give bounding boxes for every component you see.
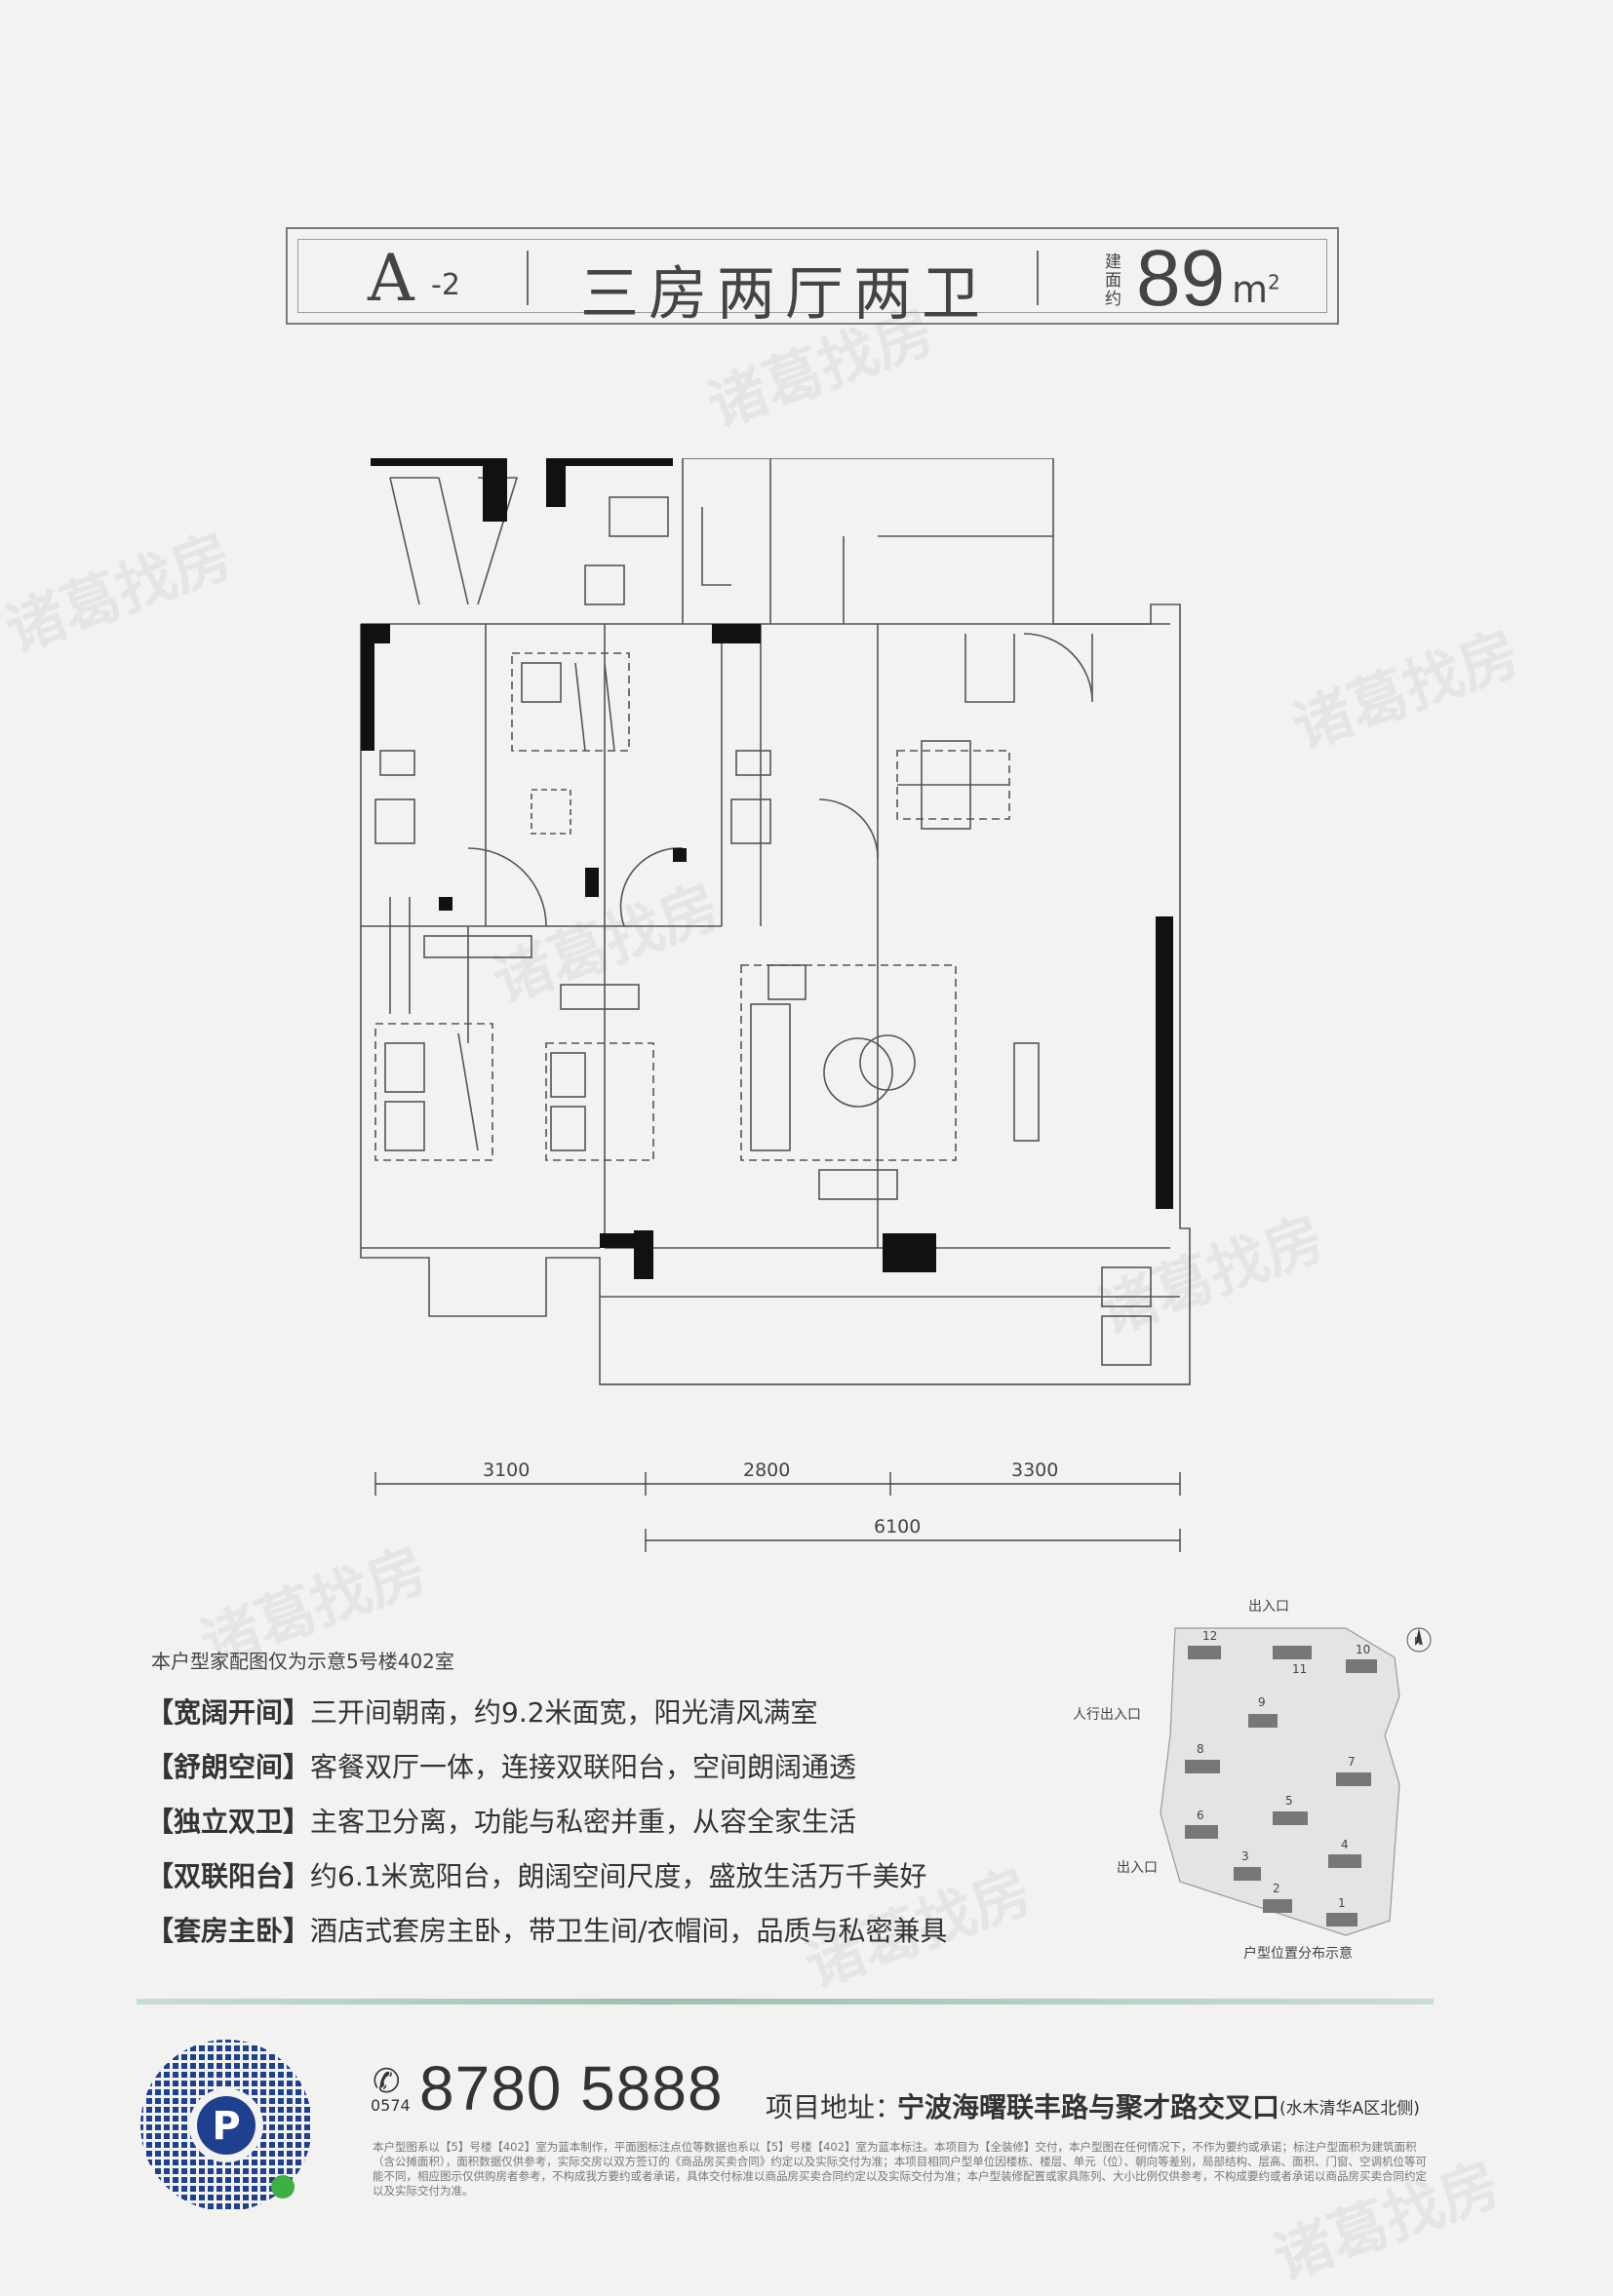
- feature-item: 【宽阔开间】三开间朝南，约9.2米面宽，阳光清风满室: [146, 1696, 818, 1729]
- building-label: 11: [1292, 1662, 1307, 1676]
- dimension-label: 2800: [743, 1459, 791, 1481]
- phone-number[interactable]: 8780 5888: [419, 2053, 724, 2123]
- address-note: (水木清华A区北侧): [1279, 2099, 1420, 2119]
- building-label: 1: [1338, 1896, 1346, 1910]
- disclaimer: 本户型图系以【5】号楼【402】室为蓝本制作，平面图标注点位等数据也系以【5】号…: [373, 2140, 1427, 2198]
- header-inner-frame: [297, 239, 1327, 313]
- dimension-lines: [374, 1472, 1181, 1552]
- building-label: 4: [1341, 1838, 1349, 1851]
- layout-name: 三房两厅两卫: [580, 260, 990, 329]
- layout-note: 本户型家配图仅为示意5号楼402室: [151, 1650, 454, 1673]
- address-label: 项目地址：: [766, 2091, 903, 2123]
- building-label: 10: [1356, 1643, 1370, 1656]
- building-label: 6: [1197, 1809, 1204, 1822]
- building-label: 9: [1258, 1695, 1266, 1709]
- feature-item: 【双联阳台】约6.1米宽阳台，朗阔空间尺度，盛放生活万千美好: [146, 1860, 927, 1892]
- feature-item: 【独立双卫】主客卫分离，功能与私密并重，从容全家生活: [146, 1806, 857, 1838]
- header-divider: [527, 251, 529, 305]
- feature-item: 【套房主卧】酒店式套房主卧，带卫生间/衣帽间，品质与私密兼具: [146, 1915, 948, 1947]
- type-subcode: -2: [431, 268, 460, 302]
- phone-area-code: 0574: [371, 2096, 411, 2115]
- layout-header: A -2 三房两厅两卫 建面约 89 m2: [286, 227, 1339, 329]
- building-label: 2: [1273, 1882, 1280, 1895]
- phone-icon: ✆: [373, 2062, 401, 2101]
- watermark: 诸葛找房: [0, 521, 241, 666]
- header-divider: [1037, 251, 1039, 305]
- address: 宁波海曙联丰路与聚才路交叉口: [897, 2091, 1280, 2123]
- site-entrance-label: 人行出入口: [1073, 1707, 1141, 1723]
- building-label: 5: [1285, 1794, 1293, 1808]
- compass-n: N: [1414, 1635, 1422, 1648]
- building-label: 8: [1197, 1742, 1204, 1756]
- dimension-label: 3300: [1011, 1459, 1059, 1481]
- feature-item: 【舒朗空间】客餐双厅一体，连接双联阳台，空间朗阔通透: [146, 1751, 857, 1783]
- floor-plan: [360, 458, 1191, 1385]
- site-map-caption: 户型位置分布示意: [1243, 1945, 1353, 1962]
- area-value: 89: [1136, 234, 1226, 323]
- dimension-label: 3100: [483, 1459, 531, 1481]
- area-label: 建面约: [1105, 253, 1121, 309]
- area-unit: m2: [1232, 268, 1280, 311]
- svg-text:P: P: [212, 2104, 240, 2149]
- footer-divider: [137, 1999, 1434, 2004]
- site-entrance-label: 出入口: [1248, 1599, 1289, 1615]
- watermark: 诸葛找房: [1284, 618, 1528, 763]
- qr-code[interactable]: P: [137, 2036, 317, 2216]
- building-label: 7: [1348, 1755, 1356, 1769]
- site-map: 12 11 10 9 8 7 6 5 4 3 2 1 出入口 人行出入口 出入口…: [1073, 1599, 1432, 1962]
- dimension-label-balcony: 6100: [874, 1516, 922, 1537]
- building-label: 3: [1241, 1849, 1249, 1863]
- type-code: A: [368, 241, 414, 316]
- building-label: 12: [1202, 1629, 1217, 1643]
- site-entrance-label: 出入口: [1117, 1860, 1158, 1876]
